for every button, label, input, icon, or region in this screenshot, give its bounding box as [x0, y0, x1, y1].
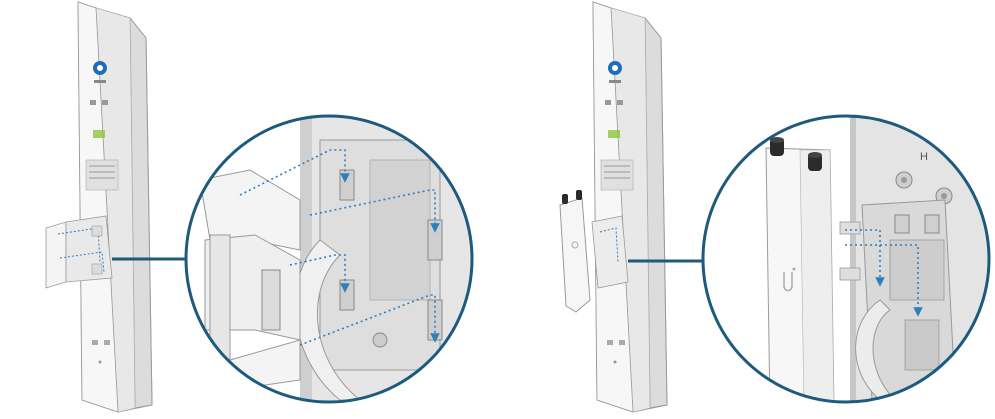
- mounting-bracket-left: [45, 215, 113, 289]
- insertion-arrow: [239, 149, 440, 346]
- device-logo-icon: [571, 241, 579, 249]
- led-indicator-icon: [608, 130, 620, 138]
- connector-icon: [90, 100, 108, 105]
- zoom-callout-left: [184, 114, 474, 404]
- access-point-device: [559, 190, 591, 313]
- sector-antenna-right: [591, 1, 668, 413]
- connector-icon: [605, 100, 623, 105]
- connector-icon: [895, 171, 953, 205]
- step-1-illustration: [45, 1, 474, 413]
- polarity-label: H: [920, 151, 928, 163]
- led-indicator-icon: [93, 130, 105, 138]
- insertion-arrow: [845, 229, 923, 317]
- step-2-illustration: H: [559, 1, 991, 413]
- label-plate: [600, 159, 634, 191]
- sector-antenna-left: [77, 1, 153, 413]
- device-logo-icon: [783, 267, 796, 292]
- zoom-callout-right: H: [701, 114, 991, 404]
- label-plate: [85, 159, 119, 191]
